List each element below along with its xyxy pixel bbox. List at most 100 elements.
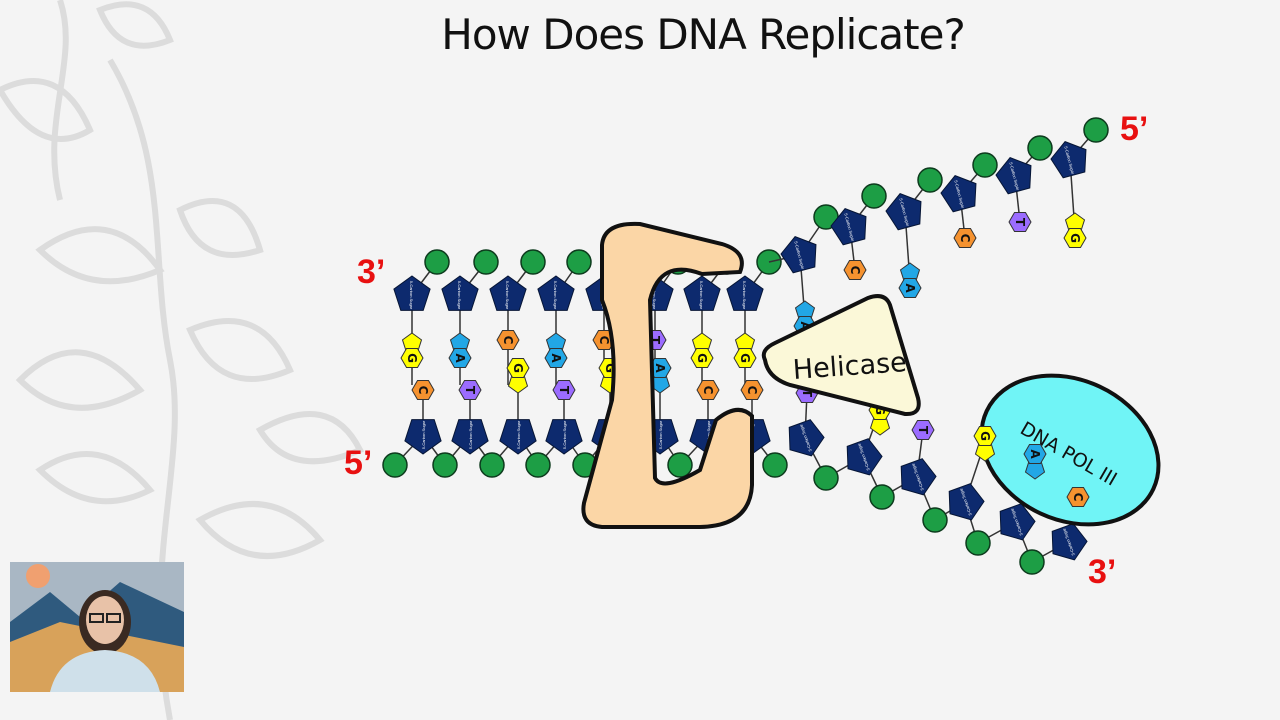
base-letter: C: [848, 266, 862, 275]
sugar: 5-Carbon Sugar: [900, 458, 937, 496]
phosphate-group: [1083, 117, 1109, 143]
sliding-clamp: [581, 221, 754, 529]
phosphate-group: [424, 249, 450, 275]
sugar: 5-Carbon Sugar: [999, 503, 1036, 541]
base-thymine: T: [552, 380, 576, 400]
sugar: 5-Carbon Sugar: [940, 175, 977, 213]
base-letter: G: [738, 353, 752, 363]
sugar-label: 5-Carbon Sugar: [457, 281, 462, 310]
sugar-label: 5-Carbon Sugar: [652, 281, 657, 310]
sugar: 5-Carbon Sugar: [683, 275, 721, 311]
decorative-vine: [0, 0, 365, 720]
phosphate-group: [432, 452, 458, 478]
base-cytosine: C: [740, 380, 764, 400]
base-guanine: G: [506, 358, 530, 394]
sugar: 5-Carbon Sugar: [726, 275, 764, 311]
base-guanine: G: [733, 332, 757, 368]
phosphate-group: [1019, 549, 1045, 575]
phosphate-group: [667, 452, 693, 478]
sugar: 5-Carbon Sugar: [1051, 523, 1088, 561]
phosphate-group: [520, 249, 546, 275]
base-letter: C: [416, 386, 430, 395]
sugar-label: 5-Carbon Sugar: [505, 281, 510, 310]
phosphate-group: [762, 452, 788, 478]
sugar: 5-Carbon Sugar: [545, 419, 583, 455]
phosphate-group: [525, 452, 551, 478]
presenter-webcam: [10, 562, 184, 692]
polymerase-bound-bases: G A C: [973, 426, 1090, 507]
phosphate-group: [965, 530, 991, 556]
sugar-label: 5-Carbon Sugar: [409, 281, 414, 310]
base-letter: G: [873, 405, 887, 415]
sugar-label: 5-Carbon Sugar: [658, 420, 663, 449]
base-guanine: G: [690, 332, 714, 368]
base-letter: G: [405, 353, 419, 363]
sugar-label: 5-Carbon Sugar: [742, 281, 747, 310]
sugar-label: 5-Carbon Sugar: [421, 420, 426, 449]
label-3-prime-right: 3’: [1088, 553, 1116, 591]
sugar-label: 5-Carbon Sugar: [562, 420, 567, 449]
phosphate-group: [861, 183, 887, 209]
base-letter: T: [1013, 218, 1027, 227]
base-guanine: G: [400, 332, 424, 368]
sugar-label: 5-Carbon Sugar: [468, 420, 473, 449]
base-letter: C: [745, 386, 759, 395]
base-letter: T: [463, 386, 477, 395]
sugar: 5-Carbon Sugar: [1050, 141, 1087, 179]
sugar: 5-Carbon Sugar: [885, 193, 922, 231]
sugar: 5-Carbon Sugar: [489, 275, 527, 311]
base-adenine: A: [1023, 444, 1047, 480]
slide-title: How Does DNA Replicate?: [441, 10, 966, 59]
sugar-label: 5-Carbon Sugar: [706, 420, 711, 449]
presenter-video-icon: [10, 562, 184, 692]
sugar: 5-Carbon Sugar: [451, 419, 489, 455]
base-thymine: T: [1008, 212, 1032, 232]
base-letter: G: [978, 431, 992, 441]
phosphate-group: [566, 249, 592, 275]
base-letter: A: [903, 283, 917, 293]
base-letter: G: [603, 363, 617, 373]
base-letter: T: [648, 336, 662, 345]
sugar: 5-Carbon Sugar: [830, 208, 867, 246]
base-cytosine: C: [1066, 487, 1090, 507]
base-letter: C: [958, 234, 972, 243]
base-cytosine: C: [843, 260, 867, 280]
sugar: 5-Carbon Sugar: [948, 483, 985, 521]
base-letter: C: [501, 336, 515, 345]
sugar: 5-Carbon Sugar: [441, 275, 479, 311]
phosphate-group: [382, 452, 408, 478]
base-letter: T: [916, 426, 930, 435]
sugar: 5-Carbon Sugar: [404, 419, 442, 455]
base-cytosine: C: [953, 228, 977, 248]
base-letter: T: [557, 386, 571, 395]
label-5-prime-right: 5’: [1120, 110, 1148, 148]
sugar: 5-Carbon Sugar: [393, 275, 431, 311]
phosphate-group: [479, 452, 505, 478]
sugar-label: 5-Carbon Sugar: [516, 420, 521, 449]
phosphate-group: [869, 484, 895, 510]
base-adenine: A: [448, 332, 472, 368]
sugar-label: 5-Carbon Sugar: [553, 281, 558, 310]
base-letter: G: [1068, 233, 1082, 243]
base-letter: C: [1071, 493, 1085, 502]
sugar: 5-Carbon Sugar: [788, 419, 825, 457]
base-cytosine: C: [411, 380, 435, 400]
sugar: 5-Carbon Sugar: [780, 236, 817, 274]
base-cytosine: C: [696, 380, 720, 400]
sugar-label: 5-Carbon Sugar: [699, 281, 704, 310]
sugar: 5-Carbon Sugar: [846, 438, 883, 476]
phosphate-group: [917, 167, 943, 193]
phosphate-group: [1027, 135, 1053, 161]
label-5-prime-left: 5’: [344, 444, 372, 482]
phosphate-group: [922, 507, 948, 533]
base-guanine: G: [973, 426, 997, 462]
sugar: 5-Carbon Sugar: [499, 419, 537, 455]
phosphate-group: [972, 152, 998, 178]
base-thymine: T: [458, 380, 482, 400]
base-letter: C: [701, 386, 715, 395]
helicase[interactable]: Helicase: [761, 294, 921, 417]
base-letter: C: [597, 336, 611, 345]
sugar: 5-Carbon Sugar: [537, 275, 575, 311]
base-thymine: T: [911, 420, 935, 440]
